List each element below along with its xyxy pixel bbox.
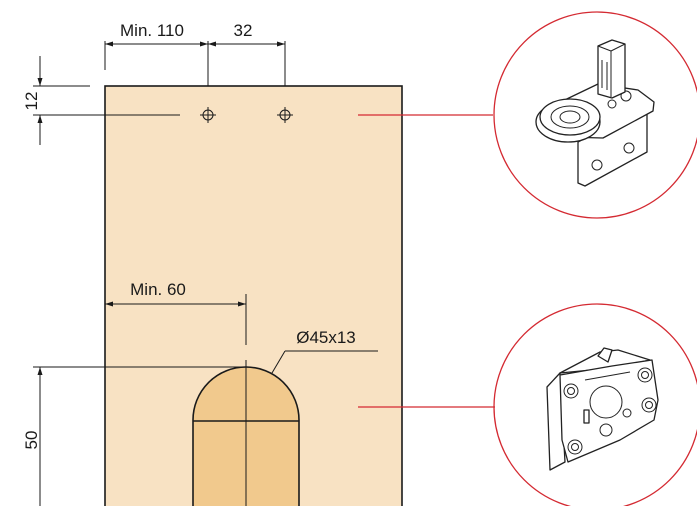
dim-label-32: 32: [234, 21, 253, 40]
cup-callout-leader: [271, 350, 286, 374]
arrow-icon: [105, 41, 113, 47]
hinge-cup-detail: [493, 303, 697, 506]
arrow-icon: [208, 41, 216, 47]
arrow-icon: [200, 41, 208, 47]
screw-hole-marker-icon: [200, 107, 216, 123]
dim-label-50: 50: [22, 431, 41, 450]
arrow-icon: [37, 78, 43, 86]
dim-label-min-110: Min. 110: [120, 21, 184, 40]
arrow-icon: [105, 301, 113, 307]
screw-hole-marker-icon: [277, 107, 293, 123]
dim-label-cup-size: Ø45x13: [296, 328, 356, 347]
hinge-cup-icon: [546, 347, 659, 471]
mounting-plate-icon: [535, 39, 655, 187]
arrow-icon: [238, 301, 246, 307]
arrow-icon: [277, 41, 285, 47]
detail-circle-top: [493, 11, 697, 219]
mounting-plate-detail: [493, 11, 697, 219]
detail-circle-bottom: [493, 303, 697, 506]
arrow-icon: [37, 115, 43, 123]
dim-label-min-60: Min. 60: [130, 280, 186, 299]
dim-label-12: 12: [22, 92, 41, 111]
arrow-icon: [37, 367, 43, 375]
